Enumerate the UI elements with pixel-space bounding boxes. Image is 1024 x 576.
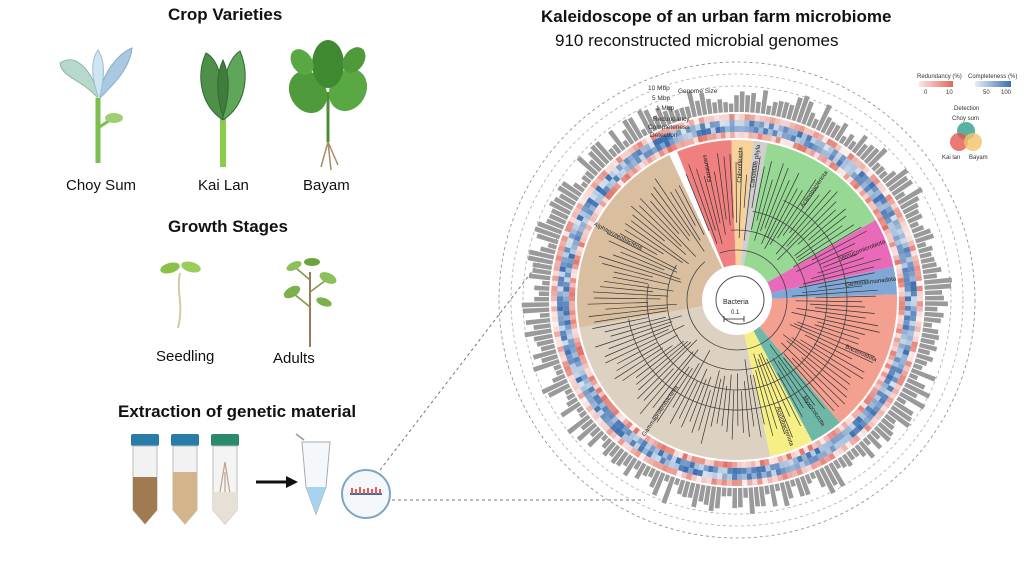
crop-label-choy-sum: Choy Sum — [66, 177, 137, 194]
arrow-right-icon — [256, 476, 298, 488]
ring-label-redundancy: Redundancy — [653, 116, 690, 123]
legend-completeness-max: 100 — [1001, 90, 1012, 96]
genome-size-bars-ring — [521, 89, 953, 514]
dna-magnifier-icon — [341, 469, 391, 519]
legend-detection-bayam: Bayam — [969, 155, 988, 161]
clade-wedge-myxococcota — [753, 326, 840, 442]
choy-sum-plant-icon — [59, 47, 133, 163]
legend-redundancy-min: 0 — [924, 90, 928, 96]
clade-label-firmicutes: Firmicutes — [702, 154, 714, 182]
legend-detection-choy-sum: Choy sum — [952, 116, 979, 122]
stage-label-seedling: Seedling — [156, 348, 215, 365]
clade-wedge-chloroflexota — [731, 140, 754, 266]
ring-label-genome-size: Genome Size — [678, 88, 718, 95]
ring-label-5mbp: 5 Mbp — [652, 95, 670, 102]
venn-kai-lan — [950, 133, 968, 151]
scale-label: 0.1 — [731, 310, 740, 316]
legend-redundancy-bar — [919, 81, 953, 87]
heatmap-rings — [550, 114, 923, 486]
tree-branches — [587, 151, 881, 444]
clade-label-chloroflexota: Chloroflexota — [737, 147, 744, 183]
clade-wedge-verrucomicrobiota — [767, 220, 894, 293]
ring-label-10mbp: 10 Mbp — [648, 85, 670, 92]
microtube-icon — [295, 433, 331, 516]
legend-completeness-min: 50 — [983, 90, 990, 96]
bayam-plant-icon — [288, 40, 368, 171]
stage-label-adults: Adults — [273, 350, 315, 367]
main-title: Kaleidoscope of an urban farm microbiome — [541, 7, 892, 26]
clade-wedge-actinobacteriota — [743, 142, 876, 283]
legend-completeness-bar — [975, 81, 1011, 87]
seedling-icon — [160, 261, 201, 329]
ring-label-1mbp: 1 Mbp — [656, 105, 674, 112]
legend-redundancy-max: 10 — [946, 90, 953, 96]
main-subtitle: 910 reconstructed microbial genomes — [555, 31, 839, 50]
root-label: Bacteria — [723, 299, 749, 306]
clade-wedge-candidate-phyla — [740, 140, 768, 266]
legend-detection-title: Detection — [954, 106, 979, 112]
venn-bayam — [964, 133, 982, 151]
extraction-heading: Extraction of genetic material — [118, 402, 357, 421]
adult-plant-icon — [283, 258, 337, 347]
sample-tube-icon — [131, 434, 239, 525]
ring-labels: 10 Mbp 5 Mbp Genome Size 1 Mbp Redundanc… — [648, 85, 718, 139]
crop-varieties-heading: Crop Varieties — [168, 5, 283, 24]
legend-completeness-title: Completeness (%) — [968, 74, 1017, 80]
clade-wedge-acidobacteriota — [744, 330, 813, 457]
growth-stages-heading: Growth Stages — [168, 217, 288, 236]
ring-label-completeness: Completeness — [648, 124, 690, 131]
legend-detection-kai-lan: Kai lan — [942, 155, 960, 161]
legend: Redundancy (%) 0 10 Completeness (%) 50 … — [917, 74, 1017, 161]
legend-redundancy-title: Redundancy (%) — [917, 74, 962, 80]
crop-label-kai-lan: Kai Lan — [198, 177, 249, 194]
kai-lan-plant-icon — [200, 50, 246, 167]
crop-label-bayam: Bayam — [303, 177, 350, 194]
ring-label-detection: Detection — [650, 132, 678, 139]
